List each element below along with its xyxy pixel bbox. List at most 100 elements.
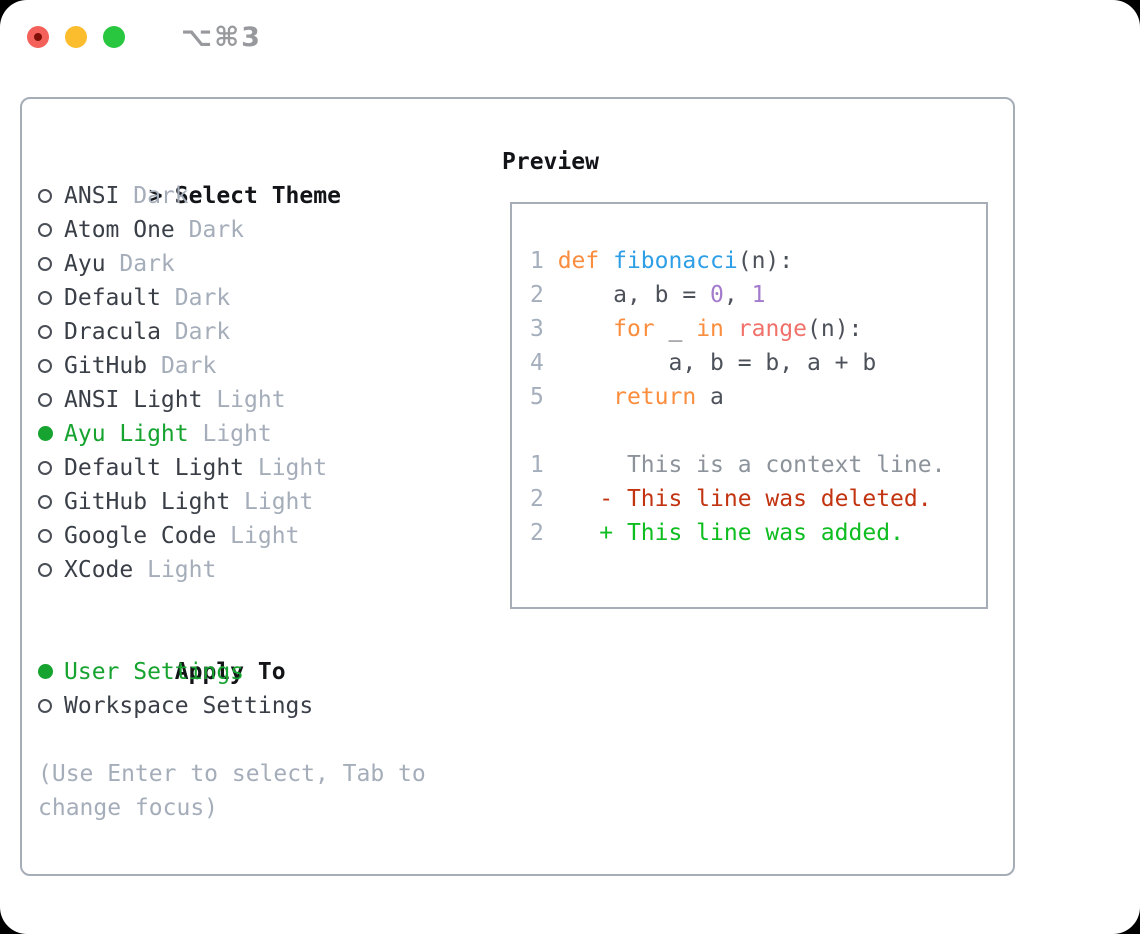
radio-unselected-icon <box>38 485 64 519</box>
close-button[interactable] <box>27 26 49 48</box>
theme-option[interactable]: ANSI Light Light <box>38 383 470 417</box>
theme-name: Default Light <box>64 455 245 481</box>
radio-dot-icon <box>38 291 52 305</box>
radio-dot-icon <box>38 359 52 373</box>
theme-option[interactable]: Ayu Dark <box>38 247 470 281</box>
theme-option[interactable]: GitHub Light Light <box>38 485 470 519</box>
apply-to-title: Apply To <box>174 659 286 685</box>
theme-variant: Light <box>244 455 328 481</box>
radio-dot-icon <box>38 495 52 509</box>
radio-dot-icon <box>38 257 52 271</box>
preview-title: Preview <box>502 149 599 175</box>
code-segment: _ <box>654 316 697 342</box>
theme-option[interactable]: Google Code Light <box>38 519 470 553</box>
theme-option[interactable]: Atom One Dark <box>38 213 470 247</box>
code-segment <box>558 384 613 410</box>
radio-dot-icon <box>38 189 52 203</box>
apply-to-option[interactable]: User Settings <box>38 655 470 689</box>
maximize-button[interactable] <box>103 26 125 48</box>
code-segment: , <box>723 282 752 308</box>
theme-variant: Light <box>188 421 272 447</box>
radio-unselected-icon <box>38 315 64 349</box>
radio-dot-icon <box>38 529 52 543</box>
radio-dot-icon <box>38 426 53 441</box>
code-line: 1 def fibonacci(n): <box>530 244 986 278</box>
radio-unselected-icon <box>38 689 64 723</box>
radio-unselected-icon <box>38 179 64 213</box>
code-segment: for <box>613 316 655 342</box>
radio-unselected-icon <box>38 451 64 485</box>
code-segment: in <box>696 316 724 342</box>
spacer <box>38 723 470 757</box>
theme-name: Google Code <box>64 523 217 549</box>
code-segment: - This line was deleted. <box>557 486 932 512</box>
radio-dot-icon <box>38 223 52 237</box>
theme-name: ANSI Light <box>64 387 203 413</box>
code-segment: 0 <box>710 282 724 308</box>
code-segment: (n): <box>807 316 863 342</box>
theme-variant: Dark <box>174 217 245 243</box>
theme-option[interactable]: Default Light Light <box>38 451 470 485</box>
theme-option[interactable]: GitHub Dark <box>38 349 470 383</box>
radio-unselected-icon <box>38 213 64 247</box>
line-number: 3 <box>530 316 558 342</box>
radio-selected-icon <box>38 417 64 451</box>
theme-variant: Light <box>133 557 217 583</box>
theme-option[interactable]: Default Dark <box>38 281 470 315</box>
line-number: 2 <box>530 520 558 546</box>
code-line: 2 - This line was deleted. <box>530 482 986 516</box>
code-segment: (n): <box>737 248 794 274</box>
theme-variant: Light <box>202 387 286 413</box>
window-shortcut-label: ⌥⌘3 <box>181 21 262 53</box>
radio-unselected-icon <box>38 281 64 315</box>
radio-dot-icon <box>38 699 52 713</box>
radio-unselected-icon <box>38 247 64 281</box>
line-number: 5 <box>530 384 558 410</box>
theme-name: XCode <box>64 557 134 583</box>
code-segment: 1 <box>751 282 766 308</box>
theme-option[interactable]: XCode Light <box>38 553 470 587</box>
code-segment: This is a context line. <box>557 452 946 478</box>
theme-variant: Light <box>230 489 314 515</box>
close-button-dot-icon <box>34 33 42 41</box>
line-number: 1 <box>530 248 558 274</box>
line-number: 2 <box>530 282 558 308</box>
minimize-button[interactable] <box>65 26 87 48</box>
line-number: 1 <box>530 452 558 478</box>
theme-variant: Dark <box>105 251 175 277</box>
code-line: 2 a, b = 0, 1 <box>530 278 986 312</box>
apply-to-option[interactable]: Workspace Settings <box>38 689 470 723</box>
code-segment: return <box>613 384 697 410</box>
theme-variant: Dark <box>160 285 231 311</box>
code-line: 4 a, b = b, a + b <box>530 346 986 380</box>
code-segment: + This line was added. <box>557 520 904 546</box>
theme-option[interactable]: Ayu Light Light <box>38 417 470 451</box>
radio-dot-icon <box>38 461 52 475</box>
theme-variant: Dark <box>119 183 189 209</box>
apply-to-label: User Settings <box>64 659 245 685</box>
theme-option[interactable]: ANSI Dark <box>38 179 470 213</box>
theme-name: Default <box>64 285 161 311</box>
radio-unselected-icon <box>38 349 64 383</box>
theme-name: Ayu <box>64 251 106 277</box>
theme-name: Atom One <box>64 217 175 243</box>
code-segment <box>724 316 738 342</box>
usage-hint: (Use Enter to select, Tab to change focu… <box>38 761 426 821</box>
code-segment: a, b = b, a + b <box>557 350 877 376</box>
theme-name: GitHub <box>64 353 148 379</box>
radio-unselected-icon <box>38 519 64 553</box>
theme-name: GitHub Light <box>64 489 231 515</box>
code-segment <box>558 316 613 342</box>
theme-option[interactable]: Dracula Dark <box>38 315 470 349</box>
radio-unselected-icon <box>38 553 64 587</box>
theme-variant: Dark <box>147 353 217 379</box>
spacer <box>38 587 470 621</box>
radio-dot-icon <box>38 664 53 679</box>
